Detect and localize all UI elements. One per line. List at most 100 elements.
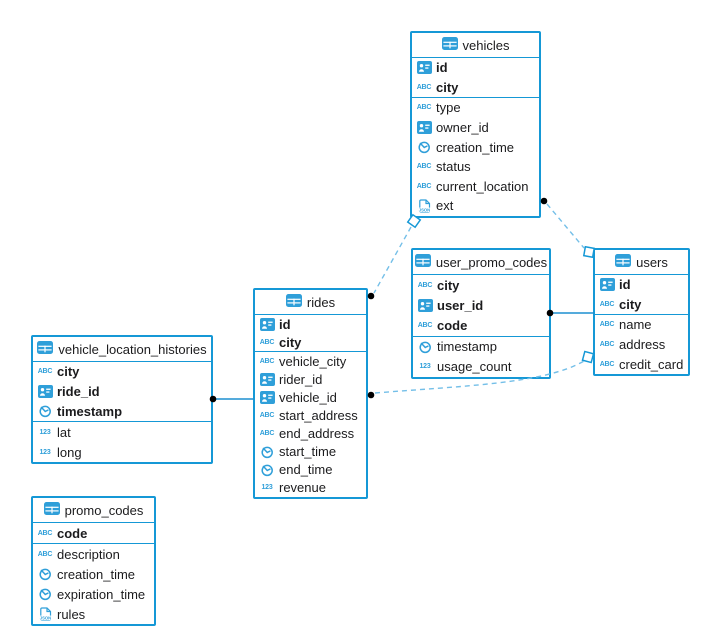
- column-label: address: [619, 337, 666, 353]
- column-label: usage_count: [437, 359, 512, 375]
- clock-icon: [258, 445, 276, 459]
- column-creation_time[interactable]: creation_time: [412, 137, 539, 157]
- table-icon: [441, 37, 458, 53]
- column-id[interactable]: id: [412, 58, 539, 78]
- id-badge-icon: [415, 61, 433, 75]
- column-ride_id[interactable]: ride_id: [33, 382, 211, 402]
- column-creation_time[interactable]: creation_time: [33, 564, 154, 584]
- column-label: city: [436, 79, 459, 95]
- relation-vehicles-users: [546, 203, 585, 249]
- column-label: end_time: [279, 462, 333, 478]
- table-header[interactable]: vehicle_location_histories: [33, 337, 211, 362]
- text-icon: ABC: [259, 357, 275, 365]
- column-label: id: [279, 316, 291, 332]
- column-label: id: [436, 60, 448, 76]
- table-name: rides: [306, 294, 336, 310]
- column-owner_id[interactable]: owner_id: [412, 118, 539, 138]
- column-label: expiration_time: [57, 586, 146, 602]
- id-badge-icon: [258, 372, 276, 386]
- text-icon: ABC: [416, 104, 432, 112]
- column-code[interactable]: ABC code: [413, 315, 549, 335]
- column-timestamp[interactable]: timestamp: [413, 335, 549, 357]
- table-icon: [285, 294, 302, 310]
- table-header[interactable]: user_promo_codes: [413, 250, 549, 275]
- column-label: current_location: [436, 178, 529, 194]
- column-expiration_time[interactable]: expiration_time: [33, 584, 154, 604]
- text-icon: ABC: [417, 321, 433, 329]
- column-end_time[interactable]: end_time: [255, 461, 366, 479]
- table-icon: [43, 502, 60, 518]
- table-header[interactable]: promo_codes: [33, 498, 154, 523]
- column-address[interactable]: ABC address: [595, 335, 688, 355]
- column-label: timestamp: [437, 339, 497, 355]
- table-icon: [615, 254, 632, 270]
- column-user_id[interactable]: user_id: [413, 295, 549, 315]
- text-icon: ABC: [599, 300, 615, 308]
- column-label: status: [436, 159, 471, 175]
- column-label: creation_time: [57, 566, 136, 582]
- table-name: vehicle_location_histories: [58, 341, 207, 357]
- relation-dot-marker: [367, 391, 375, 399]
- column-rider_id[interactable]: rider_id: [255, 370, 366, 388]
- text-icon: ABC: [37, 529, 53, 537]
- column-start_time[interactable]: start_time: [255, 443, 366, 461]
- text-icon: ABC: [599, 341, 615, 349]
- clock-icon: [36, 567, 54, 581]
- table-icon: [414, 254, 431, 270]
- id-badge-icon: [598, 278, 616, 292]
- column-vehicle_id[interactable]: vehicle_id: [255, 388, 366, 406]
- column-label: vehicle_id: [279, 389, 337, 405]
- column-label: city: [619, 296, 642, 312]
- table-header[interactable]: users: [595, 250, 688, 275]
- number-icon: 123: [39, 448, 51, 456]
- table-header[interactable]: rides: [255, 290, 366, 315]
- column-id[interactable]: id: [255, 315, 366, 333]
- json-icon: JSON: [415, 199, 433, 213]
- text-icon: ABC: [259, 338, 275, 346]
- table-name: promo_codes: [64, 502, 144, 518]
- column-code[interactable]: ABC code: [33, 523, 154, 543]
- text-icon: ABC: [599, 360, 615, 368]
- column-id[interactable]: id: [595, 275, 688, 295]
- column-label: name: [619, 317, 652, 333]
- clock-icon: [36, 587, 54, 601]
- column-label: code: [57, 525, 88, 541]
- column-label: city: [437, 277, 460, 293]
- id-badge-icon: [416, 298, 434, 312]
- relation-dot-marker: [367, 292, 375, 300]
- table-header[interactable]: vehicles: [412, 33, 539, 58]
- column-city[interactable]: ABC city: [595, 295, 688, 315]
- column-label: code: [437, 317, 468, 333]
- text-icon: ABC: [37, 550, 53, 558]
- id-badge-icon: [415, 121, 433, 135]
- column-timestamp[interactable]: timestamp: [33, 402, 211, 422]
- relation-vehicles-rides: [373, 226, 412, 294]
- column-vehicle_city[interactable]: ABC vehicle_city: [255, 351, 366, 370]
- table-name: users: [636, 254, 668, 270]
- column-label: vehicle_city: [279, 353, 347, 369]
